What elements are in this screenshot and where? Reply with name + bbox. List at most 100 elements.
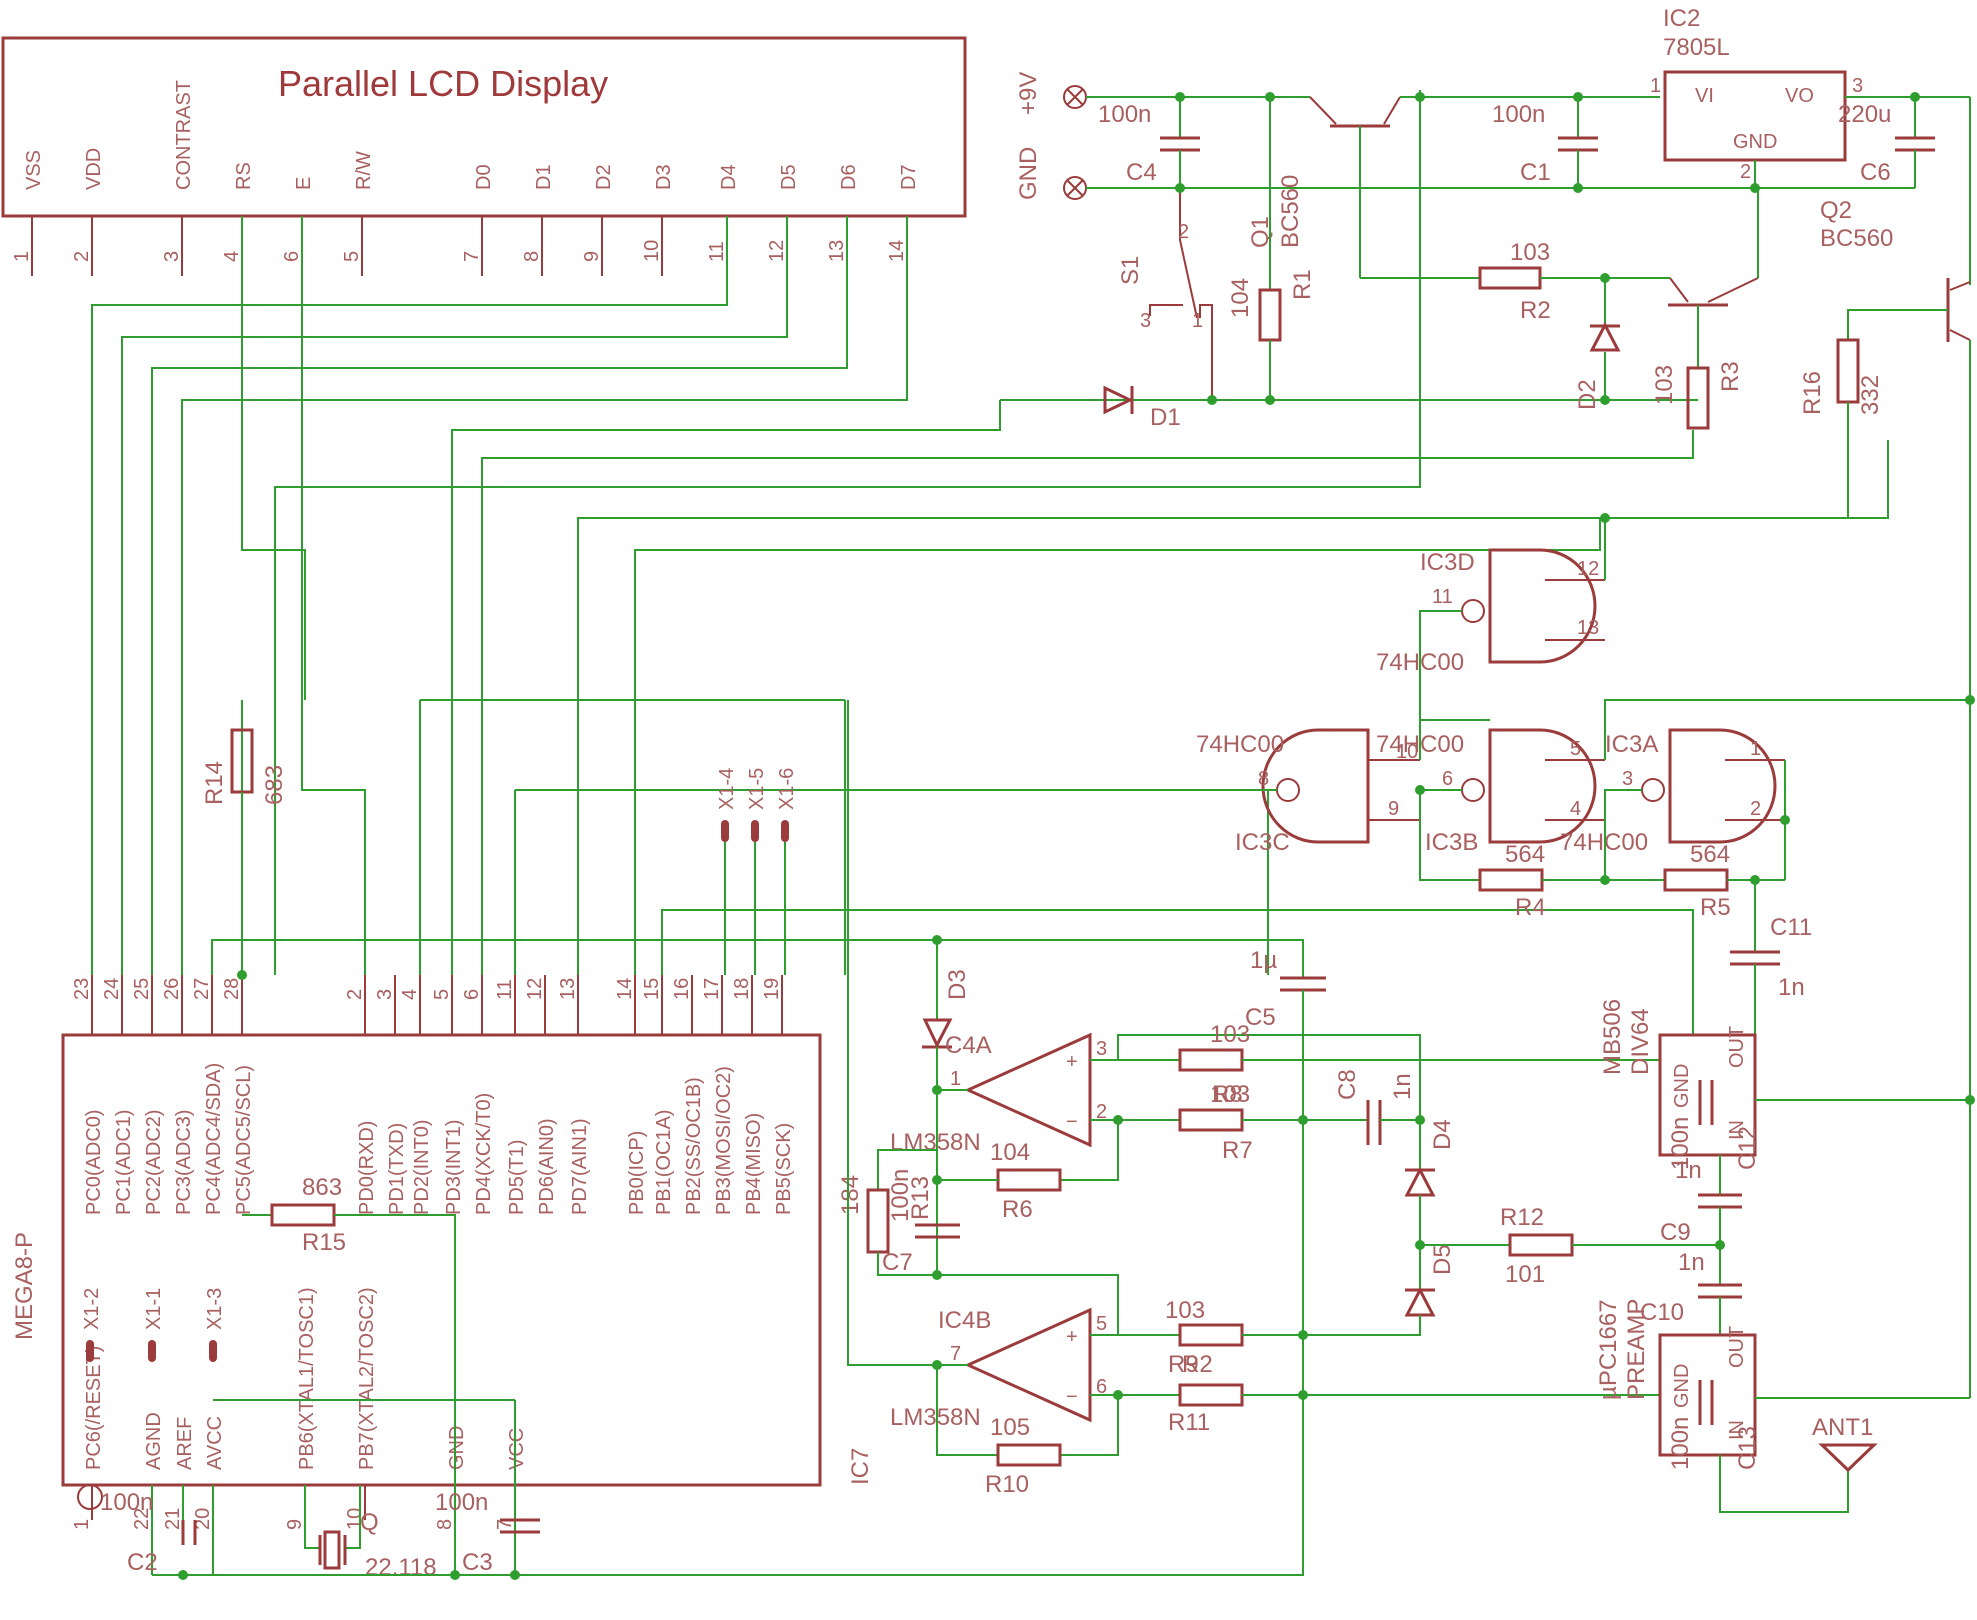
mcu-pin-number: 22 bbox=[131, 1508, 153, 1530]
lcd-pin-name: D7 bbox=[898, 164, 920, 190]
c4-value: 100n bbox=[1098, 101, 1151, 128]
lcd-pin-name: D1 bbox=[533, 164, 555, 190]
mcu-pin-number: 23 bbox=[71, 978, 93, 1000]
upc1667-chip[interactable] bbox=[1658, 1333, 1757, 1457]
ic4a-opamp[interactable] bbox=[964, 1032, 1092, 1148]
mcu-pin-name: PD6(AIN0) bbox=[536, 1118, 558, 1215]
c12-value: 100n bbox=[1667, 1117, 1694, 1170]
junction-dot bbox=[1175, 92, 1185, 102]
mcu-pin-number: 3 bbox=[374, 989, 396, 1000]
x1-pin-label: X1-3 bbox=[204, 1288, 226, 1330]
terminal-gnd-icon[interactable] bbox=[1063, 176, 1087, 200]
ic4a-minus: − bbox=[1066, 1111, 1078, 1133]
d5-label: D5 bbox=[1429, 1244, 1456, 1275]
ic3b-gate[interactable] bbox=[1488, 728, 1597, 844]
c5-name: C5 bbox=[1245, 1004, 1276, 1031]
junction-dots bbox=[178, 92, 1975, 1580]
mb506-line1: MB506 bbox=[1599, 999, 1626, 1075]
mcu-pin-name: PD4(XCK/T0) bbox=[473, 1093, 495, 1215]
lcd-pin-number: 2 bbox=[71, 251, 93, 262]
ic4b-opamp[interactable] bbox=[964, 1307, 1092, 1423]
d3-label: D3 bbox=[944, 969, 971, 1000]
junction-dot bbox=[1113, 1390, 1123, 1400]
mb506-line2: DIV64 bbox=[1627, 1008, 1654, 1075]
upc-out: OUT bbox=[1726, 1326, 1748, 1368]
ic3d-gate[interactable] bbox=[1488, 548, 1597, 664]
junction-dot bbox=[1600, 395, 1610, 405]
mcu-bottom-parts: 100n C2 Q 22.118 100n C3 bbox=[100, 1399, 1304, 1581]
mcu-pin-number: 12 bbox=[524, 978, 546, 1000]
x1-pin-icon[interactable] bbox=[148, 1340, 156, 1362]
terminal-9v-icon[interactable] bbox=[1063, 85, 1087, 109]
c8-value: 1n bbox=[1389, 1073, 1416, 1100]
junction-dot bbox=[1910, 92, 1920, 102]
c2-value: 100n bbox=[100, 1489, 153, 1516]
mcu-pin-name: PB3(MOSI/OC2) bbox=[713, 1066, 735, 1215]
ic2-pin1: 1 bbox=[1650, 75, 1661, 97]
mcu-side-resistors: R14 683 863 R15 bbox=[201, 700, 456, 1575]
x1-pin-icon[interactable] bbox=[86, 1340, 94, 1362]
lcd-display[interactable]: Parallel LCD Display VSS1VDD2CONTRAST3RS… bbox=[1, 36, 967, 276]
lcd-pin-group: VSS1VDD2CONTRAST3RS4E6R/W5D07D18D29D310D… bbox=[11, 80, 920, 276]
x1-pin-icon[interactable] bbox=[721, 820, 729, 842]
x1-pin-label: X1-5 bbox=[746, 768, 768, 810]
lcd-pin-number: 13 bbox=[826, 240, 848, 262]
ic2-name: IC2 bbox=[1663, 5, 1700, 32]
q1-part: BC560 bbox=[1277, 175, 1304, 248]
ic3a-gate[interactable] bbox=[1668, 728, 1777, 844]
r15-value: 863 bbox=[302, 1174, 342, 1201]
ic4b-name: IC4B bbox=[938, 1307, 991, 1334]
ic3c-pin9: 9 bbox=[1388, 798, 1399, 820]
c4-name: C4 bbox=[1126, 159, 1157, 186]
logic-gates: IC3D 74HC00 11 12 13 74HC00 IC3C 8 9 10 … bbox=[515, 518, 1970, 1035]
plus9v-label: +9V bbox=[1015, 72, 1042, 115]
junction-dot bbox=[1175, 183, 1185, 193]
ic4a-pin3: 3 bbox=[1096, 1038, 1107, 1060]
lcd-pin-number: 14 bbox=[886, 240, 908, 262]
junction-dot bbox=[1750, 183, 1760, 193]
ic3b-pin4: 4 bbox=[1570, 798, 1581, 820]
junction-dot bbox=[1415, 1115, 1425, 1125]
mcu-pin-name: PD5(T1) bbox=[506, 1139, 528, 1215]
x1-pin-icon[interactable] bbox=[209, 1340, 217, 1362]
r15-name: R15 bbox=[302, 1229, 346, 1256]
upc-line1: µPC1667 bbox=[1595, 1299, 1622, 1400]
mcu-pin-number: 5 bbox=[431, 989, 453, 1000]
lcd-pin-number: 3 bbox=[161, 251, 183, 262]
mcu-pin-name: GND bbox=[446, 1426, 468, 1470]
ic3a-pin3: 3 bbox=[1622, 768, 1633, 790]
mcu-pin-number: 7 bbox=[494, 1519, 516, 1530]
lcd-pin-name: D0 bbox=[473, 164, 495, 190]
mcu-name: MEGA8-P bbox=[11, 1232, 38, 1340]
junction-dot bbox=[1415, 92, 1425, 102]
mcu-pin-name: PD3(INT1) bbox=[443, 1119, 465, 1215]
lcd-pin-name: D5 bbox=[778, 164, 800, 190]
mcu-outline bbox=[61, 1033, 822, 1487]
r16-value: 332 bbox=[1857, 375, 1884, 415]
s1-label: S1 bbox=[1117, 256, 1144, 285]
mcu-pin-number: 21 bbox=[162, 1508, 184, 1530]
r13-name: R13 bbox=[907, 1176, 934, 1220]
junction-dot bbox=[1750, 875, 1760, 885]
r5-name: R5 bbox=[1700, 894, 1731, 921]
mcu-pin-number: 1 bbox=[71, 1519, 93, 1530]
ic4b-part: LM358N bbox=[890, 1404, 981, 1431]
ic4b-pin7: 7 bbox=[950, 1343, 961, 1365]
mcu-pin-name: PB5(SCK) bbox=[773, 1123, 795, 1215]
r14-value: 683 bbox=[261, 765, 288, 805]
r9-value: 103 bbox=[1165, 1297, 1205, 1324]
c2-name: C2 bbox=[127, 1549, 158, 1576]
lcd-pin-number: 12 bbox=[766, 240, 788, 262]
r16-name: R16 bbox=[1799, 371, 1826, 415]
mb506-chip[interactable] bbox=[1658, 1033, 1757, 1157]
x1-pin-icon[interactable] bbox=[751, 820, 759, 842]
mcu-pin-number: 13 bbox=[557, 978, 579, 1000]
mcu-atmega8[interactable]: MEGA8-P 23PC0(ADC0)24PC1(ADC1)25PC2(ADC2… bbox=[11, 975, 822, 1530]
mcu-pin-name: PC0(ADC0) bbox=[83, 1109, 105, 1215]
c3-name: C3 bbox=[462, 1549, 493, 1576]
lcd-pin-name: CONTRAST bbox=[173, 80, 195, 190]
ic3a-name: IC3A bbox=[1605, 731, 1658, 758]
x1-pin-icon[interactable] bbox=[781, 820, 789, 842]
d4-label: D4 bbox=[1429, 1119, 1456, 1150]
